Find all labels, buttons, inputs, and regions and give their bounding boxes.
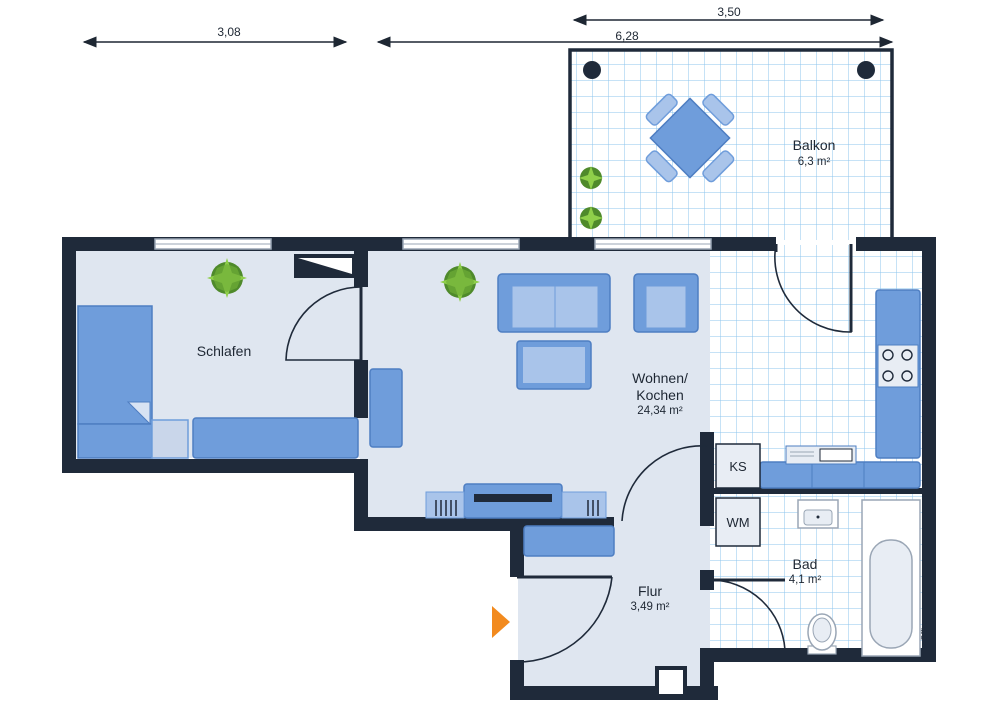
fridge-label: KS (729, 459, 747, 474)
plant-icon (579, 206, 603, 230)
flur-label: Flur (638, 583, 662, 599)
balcony-area: Balkon 6,3 m² (568, 48, 894, 240)
door-bad (709, 578, 786, 651)
wohnen-label-line1: Wohnen/ (632, 370, 688, 386)
balcony-table-set (645, 93, 735, 183)
tv-sideboard (425, 483, 607, 519)
wardrobe (77, 423, 153, 459)
kitchen-sink-icon (785, 445, 857, 465)
washing-machine: WM (715, 497, 761, 547)
bathroom: WM Bad 4,1 m² onOffice (715, 497, 929, 657)
washer-label: WM (726, 515, 749, 530)
schlafen-furniture: Schlafen (77, 258, 359, 459)
flur-area: 3,49 m² (631, 601, 670, 613)
door-entrance (516, 575, 613, 663)
nightstand (151, 419, 189, 459)
balcony-post-right (857, 61, 875, 79)
flur-shaft (655, 666, 687, 698)
wohnen-label-line2: Kochen (636, 387, 683, 403)
shaft-icon (294, 254, 356, 278)
dimension-label-total: 6,28 (615, 29, 639, 43)
door-balcony (774, 243, 853, 333)
windows (154, 238, 712, 250)
kitchen: KS (715, 289, 921, 489)
dimension-label-balcony: 3,50 (717, 5, 741, 19)
flur-cabinet (523, 525, 615, 557)
dresser (192, 417, 359, 459)
schlafen-label: Schlafen (197, 343, 251, 359)
wohnen-furniture: Wohnen/ Kochen 24,34 m² (369, 262, 699, 519)
bad-label: Bad (793, 556, 818, 572)
flur: Flur 3,49 m² (523, 525, 687, 698)
plant-icon (207, 258, 247, 298)
wohnen-area: 24,34 m² (637, 405, 683, 417)
washbasin-icon (797, 499, 839, 529)
coffee-table (516, 340, 592, 390)
balkon-label: Balkon (793, 137, 836, 153)
stove-icon (877, 344, 919, 388)
balcony-table (649, 97, 731, 179)
bad-area: 4,1 m² (789, 574, 822, 586)
brand-logo: onOffice (920, 620, 929, 650)
doors (285, 243, 853, 663)
side-cabinet (369, 368, 403, 448)
kitchen-counter-bottom (759, 461, 921, 489)
door-wohnen-flur (621, 445, 709, 522)
fridge: KS (715, 443, 761, 489)
entrance-arrow-icon (492, 606, 510, 638)
toilet-icon (807, 613, 837, 655)
dimension-label-left: 3,08 (217, 25, 241, 39)
dimension-lines: 3,08 6,28 3,50 (82, 5, 894, 48)
balkon-area: 6,3 m² (798, 156, 831, 168)
door-schlafen (285, 286, 363, 361)
bathtub-icon (861, 499, 921, 657)
plant-icon (579, 166, 603, 190)
sofa (497, 273, 611, 333)
armchair (633, 273, 699, 333)
plant-icon (440, 262, 480, 302)
balcony-post-left (583, 61, 601, 79)
